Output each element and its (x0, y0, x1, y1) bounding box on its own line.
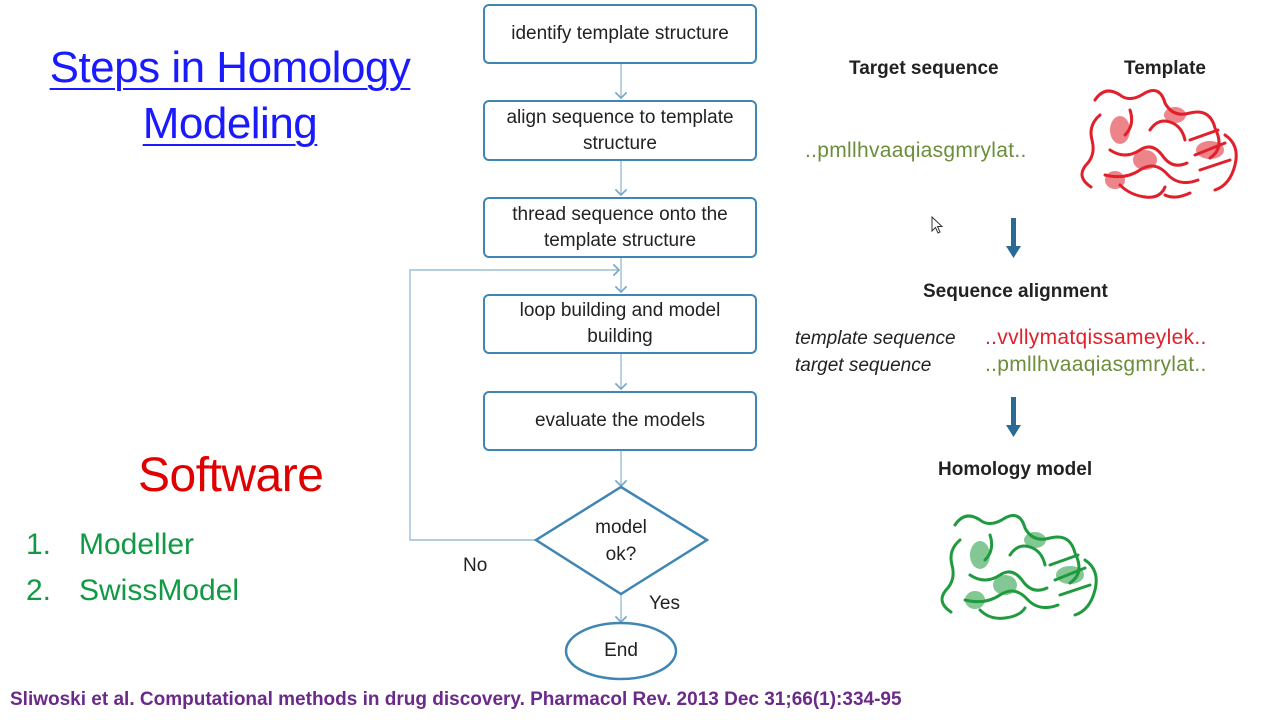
target-sequence-aligned-text: ..pmllhvaaqiasgmrylat.. (985, 353, 1207, 376)
list-number: 1. (26, 528, 52, 561)
flowchart-step-thread-sequence: thread sequence onto the template struct… (483, 197, 757, 258)
software-heading: Software (138, 449, 324, 502)
no-label: No (463, 555, 488, 576)
list-text: Modeller (79, 528, 195, 561)
flowchart-step-align-sequence: align sequence to template structure (483, 100, 757, 161)
mouse-cursor-icon (931, 216, 944, 234)
software-list: 1. Modeller 2. SwissModel (26, 528, 239, 620)
title-line-2: Modeling (142, 99, 318, 148)
target-sequence-text: ..pmllhvaaqiasgmrylat.. (805, 139, 1027, 162)
step-label: loop building and model building (519, 300, 721, 347)
list-item: 1. Modeller (26, 528, 239, 574)
yes-label: Yes (649, 593, 680, 614)
down-arrow-head (1006, 425, 1021, 437)
down-arrow-head (1006, 246, 1021, 258)
flowchart-step-identify-template: identify template structure (483, 4, 757, 64)
down-arrow-shaft (1011, 218, 1016, 248)
illustration-arrows (1006, 218, 1021, 437)
step-label: evaluate the models (534, 410, 706, 431)
flowchart-step-evaluate-models: evaluate the models (483, 391, 757, 451)
list-text: SwissModel (79, 574, 240, 607)
step-label: identify template structure (511, 23, 729, 44)
decision-label: model ok? (595, 517, 647, 565)
target-sequence-header: Target sequence (849, 58, 999, 79)
model-protein-fill (965, 532, 1084, 609)
step-label: align sequence to template structure (506, 106, 734, 154)
page-title: Steps in Homology Modeling (30, 40, 430, 152)
sequence-alignment-header: Sequence alignment (923, 281, 1108, 302)
template-sequence-label: template sequence (795, 328, 956, 349)
list-item: 2. SwissModel (26, 574, 239, 620)
template-sequence-text: ..vvllymatqissameylek.. (985, 326, 1207, 349)
citation-text: Sliwoski et al. Computational methods in… (10, 689, 902, 710)
down-arrow-shaft (1011, 397, 1016, 427)
end-terminal (564, 621, 678, 681)
step-label: thread sequence onto the template struct… (512, 203, 728, 251)
decision-diamond (533, 485, 710, 596)
list-number: 2. (26, 574, 52, 607)
flowchart-step-loop-building: loop building and model building (483, 294, 757, 354)
template-protein-fill (1105, 107, 1224, 189)
loop-back-connector (409, 263, 621, 541)
homology-model-header: Homology model (938, 459, 1093, 480)
target-sequence-label: target sequence (795, 355, 932, 376)
template-header: Template (1124, 58, 1207, 79)
model-protein-image (940, 514, 1098, 620)
end-label: End (604, 640, 638, 661)
title-line-1: Steps in Homology (49, 43, 411, 92)
